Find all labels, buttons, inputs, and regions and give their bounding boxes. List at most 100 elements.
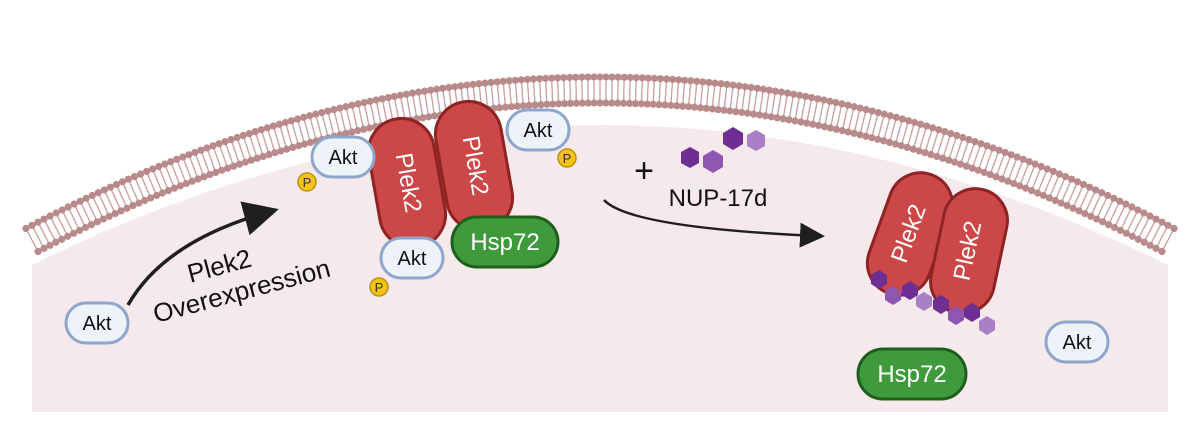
lipid-head [519,102,527,110]
lipid-tail [242,135,252,161]
lipid-tail [158,166,169,191]
lipid-tail [411,93,418,119]
lipid-head [602,73,610,81]
lipid-head [904,117,913,125]
lipid-head [1010,179,1018,188]
lipid-head [1116,197,1124,205]
lipid-head [82,194,90,202]
lipid-head [1104,221,1113,229]
lipid-tail [1054,176,1066,201]
lipid-head [330,105,338,114]
overexpression-arrow [126,201,279,306]
lipid-tail [859,109,867,135]
lipid-tail [1001,154,1012,180]
lipid-head [185,151,193,159]
lipid-head [64,203,72,211]
nup17d-bound-b-icon [933,295,995,335]
lipid-head [631,99,640,108]
lipid-tail [43,219,57,243]
lipid-head [850,103,858,111]
lipid-head [566,99,575,108]
lipid-tail [399,95,406,121]
lipid-tail [236,137,246,163]
lipid-tail [170,161,181,187]
lipid-head [744,109,752,117]
lipid-head [182,179,190,188]
lipid-head [1057,199,1065,207]
lipid-head [974,166,982,174]
lipid-head [354,127,362,135]
lipid-head [832,125,840,133]
lipid-head [602,99,610,107]
lipid-head [971,137,979,146]
lipid-head [499,77,507,85]
lipid-tail [954,137,964,163]
lipid-head [1073,178,1082,186]
lipid-head [741,83,749,91]
lipid-tail [800,96,807,123]
lipid-tail [942,133,952,159]
lipid-tail [1155,225,1169,249]
lipid-tail [699,82,704,108]
lipid-head [1055,170,1064,178]
lipid-head [312,110,320,118]
lipid-head [927,150,935,159]
lipid-head [803,119,811,127]
lipid-head [100,186,108,194]
lipid-head [815,121,823,130]
lipid-head [802,92,810,101]
lipid-head [584,73,592,81]
lipid-head [161,160,169,168]
plek2-left-b: Plek2 [433,99,515,233]
lipid-head [28,221,36,229]
lipid-head [608,73,616,81]
lipid-head [1146,212,1154,220]
lipid-head [939,154,947,162]
lipid-tail [230,139,241,165]
lipid-head [1086,183,1094,191]
lipid-tail [788,94,795,120]
lipid-tail [812,99,819,125]
lipid-tail [835,104,843,130]
lipid-tail [315,114,323,140]
lipid-head [850,129,858,137]
lipid-head [673,102,681,110]
lipid-tail [146,171,158,196]
lipid-head [40,244,48,252]
lipid-tail [532,79,536,106]
lipid-head [1031,160,1039,168]
lipid-head [433,85,441,93]
lipid-head [414,88,423,96]
lipid-head [1061,172,1070,181]
lipid-tail [959,139,970,165]
lipid-tail [484,83,489,109]
lipid-head [233,133,241,142]
lipid-head [1093,215,1101,223]
lipid-head [1140,209,1148,217]
lipid-head [287,117,296,125]
lipid-tail [303,117,312,143]
lipid-tail [658,79,662,105]
lipid-head [632,74,640,82]
lipid-head [1122,200,1130,208]
lipid-head [70,229,78,237]
lipid-tail [682,80,686,107]
lipid-head [269,122,277,130]
lipid-head [194,175,202,183]
lipid-head [614,99,622,107]
lipid-head [293,115,302,123]
lipid-tail [49,216,63,240]
lipid-head [283,145,291,153]
lipid-head [608,99,616,107]
lipid-head [874,108,882,117]
lipid-head [463,81,471,89]
lipid-tail [770,91,776,117]
lipid-head [578,73,586,81]
lipid-tail [224,141,235,167]
lipid-head [1022,184,1030,192]
lipid-head [87,221,96,229]
lipid-head [832,98,840,107]
lipid-head [253,154,261,162]
lipid-head [910,118,919,127]
lipid-head [929,124,937,132]
